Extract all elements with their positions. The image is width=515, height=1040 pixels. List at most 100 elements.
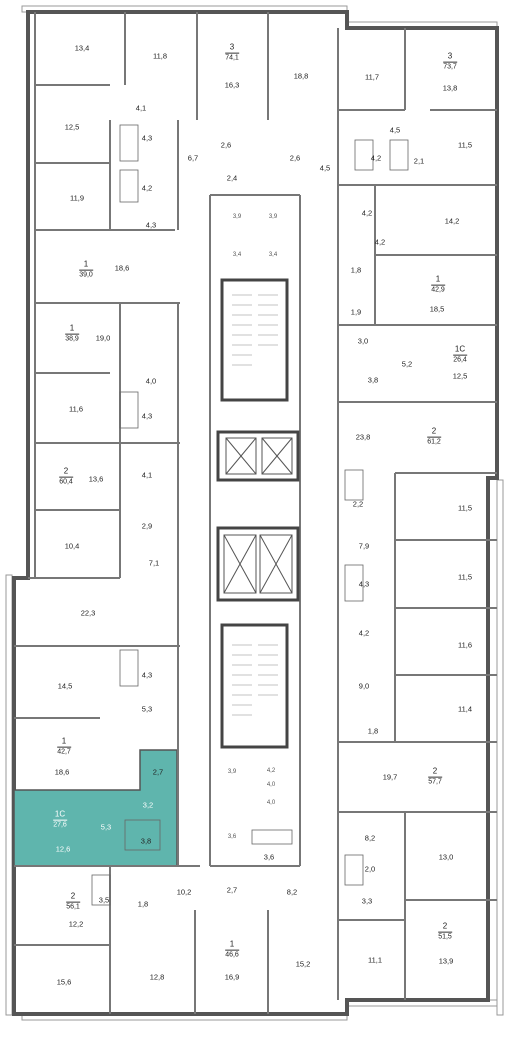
room-area: 8,2 — [364, 833, 376, 843]
exterior-wall — [12, 10, 499, 1016]
room-area: 6,7 — [187, 153, 199, 163]
room-area: 12,8 — [149, 972, 165, 982]
room-area: 4,0 — [266, 782, 276, 788]
room-area: 2,4 — [226, 173, 238, 183]
room-area: 15,2 — [295, 959, 311, 969]
room-area: 9,0 — [358, 681, 370, 691]
room-area: 13,8 — [442, 83, 458, 93]
room-area: 4,5 — [319, 163, 331, 173]
room-area: 18,8 — [293, 71, 309, 81]
room-area: 18,5 — [429, 304, 445, 314]
room-area: 4,2 — [374, 237, 386, 247]
room-area: 23,8 — [355, 432, 371, 442]
room-area: 3,8 — [140, 836, 152, 846]
room-area: 3,6 — [227, 834, 237, 840]
room-area: 12,6 — [55, 844, 71, 854]
room-area: 5,3 — [100, 822, 112, 832]
bathroom-fixtures — [91, 124, 409, 906]
room-area: 11,4 — [457, 704, 473, 714]
room-area: 10,4 — [64, 541, 80, 551]
room-area: 19,0 — [95, 333, 111, 343]
room-area: 13,0 — [438, 852, 454, 862]
room-area: 4,3 — [141, 133, 153, 143]
room-area: 5,3 — [141, 704, 153, 714]
room-area: 1,8 — [350, 265, 362, 275]
room-area: 2,6 — [289, 153, 301, 163]
room-area: 2,1 — [413, 156, 425, 166]
room-area: 4,3 — [141, 411, 153, 421]
room-area: 2,2 — [352, 499, 364, 509]
room-area: 1,8 — [137, 899, 149, 909]
room-area: 4,0 — [145, 376, 157, 386]
room-area: 4,2 — [370, 153, 382, 163]
room-area: 3,9 — [268, 214, 278, 220]
room-area: 1,9 — [350, 307, 362, 317]
room-area: 3,0 — [357, 336, 369, 346]
room-area: 11,8 — [152, 51, 168, 61]
room-area: 11,9 — [69, 193, 85, 203]
exterior-windows — [5, 5, 504, 1021]
room-area: 2,0 — [364, 864, 376, 874]
room-area: 2,9 — [141, 521, 153, 531]
room-area: 4,1 — [135, 103, 147, 113]
room-area: 12,5 — [64, 122, 80, 132]
room-area: 4,3 — [145, 220, 157, 230]
interior-walls — [14, 12, 497, 1014]
room-area: 11,5 — [457, 140, 473, 150]
room-area: 4,5 — [389, 125, 401, 135]
room-area: 14,5 — [57, 681, 73, 691]
room-area: 3,5 — [98, 895, 110, 905]
room-area: 12,5 — [452, 371, 468, 381]
room-area: 11,5 — [457, 503, 473, 513]
room-area: 16,9 — [224, 972, 240, 982]
room-area: 11,6 — [457, 640, 473, 650]
room-area: 7,9 — [358, 541, 370, 551]
room-area: 11,6 — [68, 404, 84, 414]
room-area: 12,2 — [68, 919, 84, 929]
room-area: 3,9 — [232, 214, 242, 220]
room-area: 11,5 — [457, 572, 473, 582]
room-area: 4,2 — [266, 768, 276, 774]
room-area: 3,9 — [227, 769, 237, 775]
room-area: 13,6 — [88, 474, 104, 484]
room-area: 4,3 — [358, 579, 370, 589]
room-area: 1,8 — [367, 726, 379, 736]
room-area: 5,2 — [401, 359, 413, 369]
room-area: 7,1 — [148, 558, 160, 568]
room-area: 22,3 — [80, 608, 96, 618]
room-area: 3,6 — [263, 852, 275, 862]
room-area: 4,3 — [141, 670, 153, 680]
room-area: 4,0 — [266, 800, 276, 806]
room-area: 4,2 — [141, 183, 153, 193]
room-area: 4,2 — [361, 208, 373, 218]
elevator-shafts — [223, 437, 293, 594]
room-area: 11,7 — [364, 72, 380, 82]
room-area: 8,2 — [286, 887, 298, 897]
room-area: 4,2 — [358, 628, 370, 638]
room-area: 3,2 — [142, 800, 154, 810]
room-area: 3,3 — [361, 896, 373, 906]
room-area: 2,6 — [220, 140, 232, 150]
room-area: 2,7 — [152, 767, 164, 777]
room-area: 18,6 — [114, 263, 130, 273]
room-area: 3,4 — [232, 252, 242, 258]
room-area: 2,7 — [226, 885, 238, 895]
room-area: 3,4 — [268, 252, 278, 258]
room-area: 19,7 — [382, 772, 398, 782]
room-area: 13,4 — [74, 43, 90, 53]
room-area: 10,2 — [176, 887, 192, 897]
room-area: 3,8 — [367, 375, 379, 385]
